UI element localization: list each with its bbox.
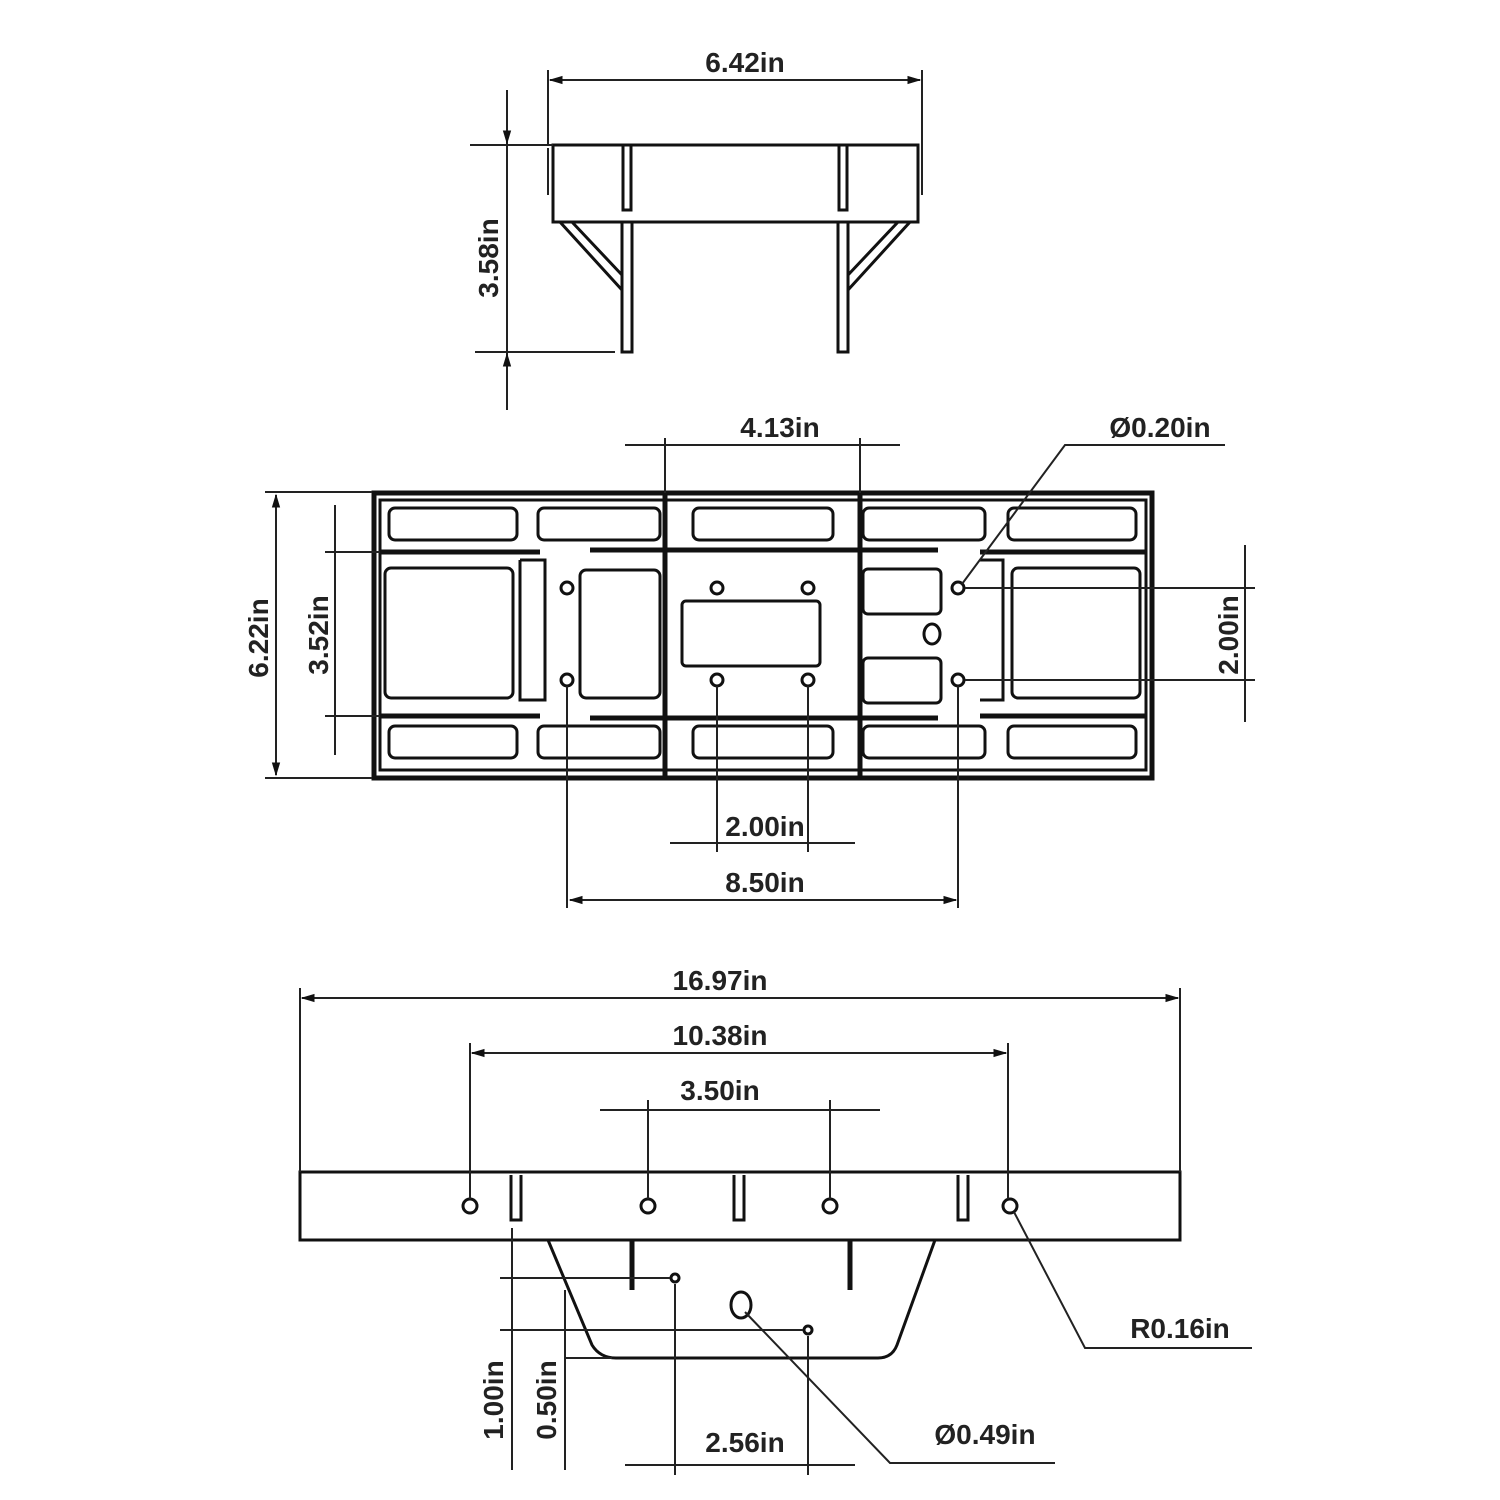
hole-dia-label: Ø0.20in bbox=[1109, 412, 1210, 443]
inner-height-label: 3.52in bbox=[303, 595, 334, 674]
plan-center-plate bbox=[662, 493, 863, 778]
width-label: 6.42in bbox=[705, 47, 784, 78]
span-label: 4.13in bbox=[740, 412, 819, 443]
overall-height-label: 6.22in bbox=[243, 598, 274, 677]
plan-inner-frame bbox=[378, 498, 1148, 772]
hole-vertical-label: 2.00in bbox=[1213, 595, 1244, 674]
hole-outer-label: 8.50in bbox=[725, 867, 804, 898]
outer-holes-label: 10.38in bbox=[673, 1020, 768, 1051]
height-label: 3.58in bbox=[473, 218, 504, 297]
outer-holes-extension-lines bbox=[469, 1043, 1009, 1199]
hole-vertical-extension-lines bbox=[965, 587, 1255, 681]
plan-rails bbox=[590, 547, 938, 721]
top-view-slots bbox=[621, 145, 849, 212]
front-posts bbox=[629, 1240, 853, 1290]
inner-holes-extension-lines bbox=[647, 1100, 831, 1199]
height-extension-lines bbox=[470, 144, 615, 353]
overall-width-extension-lines bbox=[299, 988, 1181, 1172]
radius-label: R0.16in bbox=[1130, 1313, 1230, 1344]
top-view-braces bbox=[558, 220, 912, 292]
overall-width-label: 16.97in bbox=[673, 965, 768, 996]
front-bar bbox=[298, 1170, 1182, 1242]
front-holes bbox=[461, 1197, 1019, 1215]
small-holes-label: 2.56in bbox=[705, 1427, 784, 1458]
plan-outer-frame bbox=[371, 490, 1155, 781]
radius-leader bbox=[1013, 1211, 1252, 1349]
front-view: 16.97in 10.38in 3.50in R0.16in Ø0.49in 2… bbox=[298, 965, 1252, 1475]
front-bracket-holes bbox=[669, 1272, 814, 1336]
overall-height-extension-lines bbox=[265, 491, 372, 779]
big-hole-leader bbox=[744, 1311, 1055, 1464]
top-view-end-tabs bbox=[547, 148, 923, 195]
span-extension-lines bbox=[664, 438, 861, 493]
top-view: 6.42in 3.58in bbox=[470, 47, 923, 410]
plan-view: 4.13in Ø0.20in 6.22in 3.52in 2.00in 2.00… bbox=[243, 412, 1255, 908]
inner-holes-label: 3.50in bbox=[680, 1075, 759, 1106]
hole-dia-leader bbox=[961, 444, 1225, 585]
offset-1-label: 1.00in bbox=[478, 1360, 509, 1439]
front-slots bbox=[509, 1175, 970, 1222]
width-extension-lines bbox=[547, 70, 923, 185]
small-holes-extension-lines bbox=[674, 1284, 809, 1475]
plan-holes bbox=[559, 580, 966, 688]
top-view-body bbox=[551, 143, 920, 224]
offset-2-label: 0.50in bbox=[531, 1360, 562, 1439]
big-hole-label: Ø0.49in bbox=[934, 1419, 1035, 1450]
top-view-legs bbox=[620, 222, 850, 354]
hole-extension-lines bbox=[566, 686, 959, 908]
front-bracket bbox=[546, 1239, 937, 1360]
hole-horizontal-label: 2.00in bbox=[725, 811, 804, 842]
plan-slots bbox=[383, 506, 1142, 760]
plan-side-bars bbox=[380, 549, 1146, 719]
offset-extension-lines bbox=[500, 1277, 803, 1359]
